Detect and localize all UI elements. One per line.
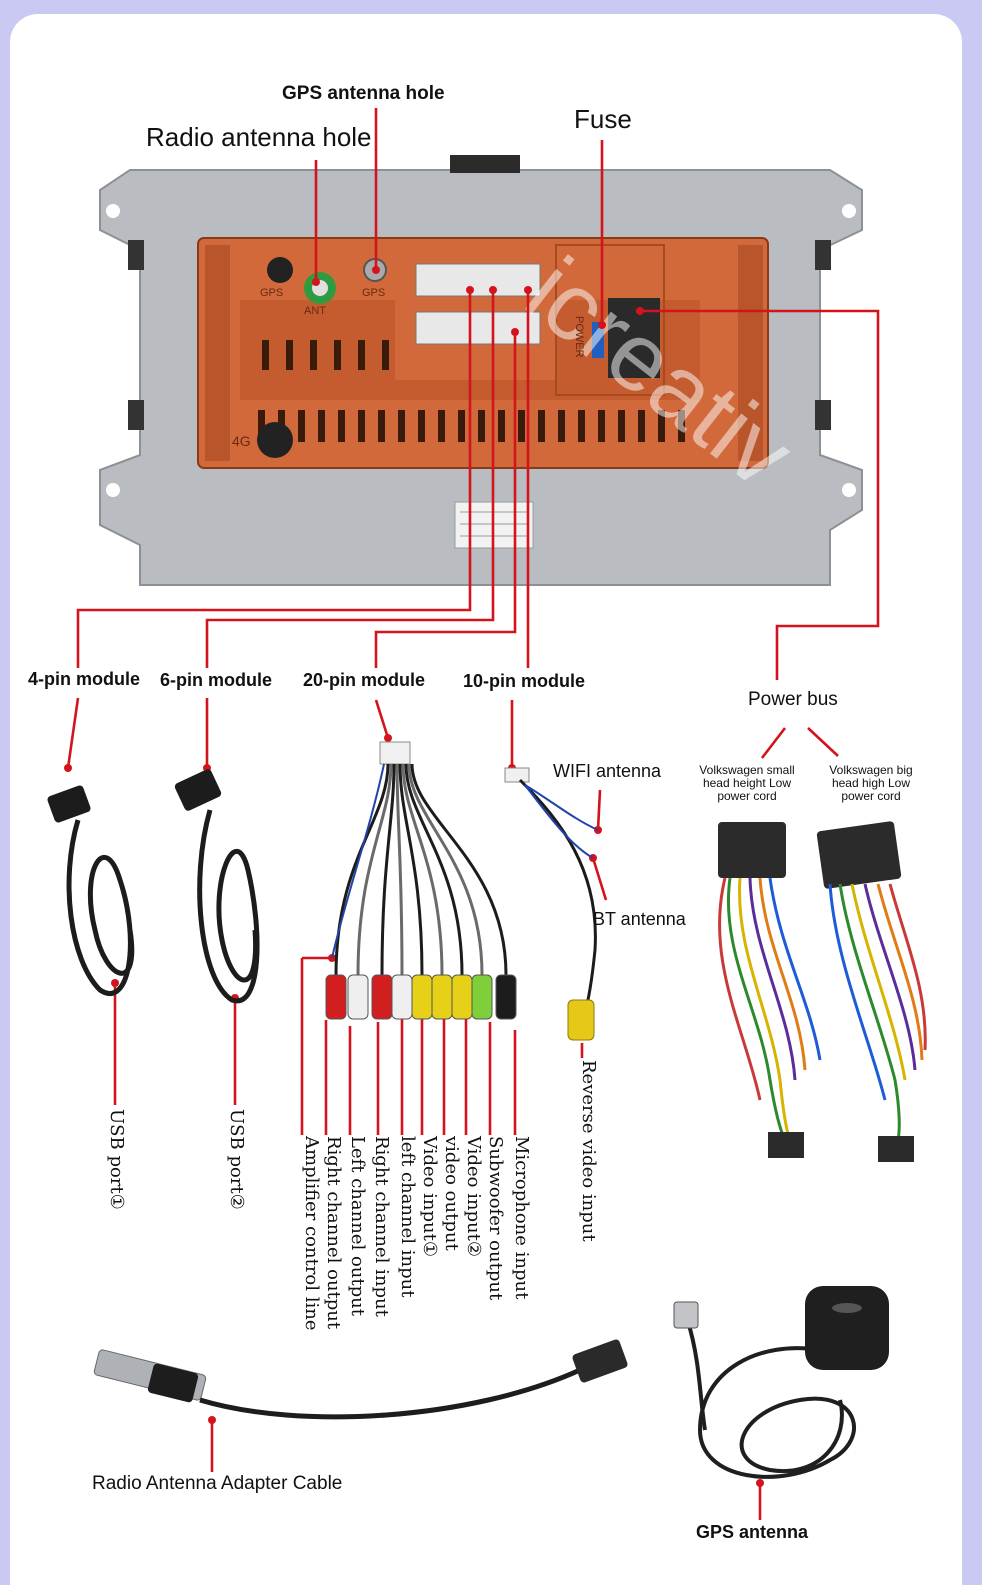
twenty-pin-module-label: 20-pin module <box>303 670 426 690</box>
rca-plug <box>495 974 517 1020</box>
power-harness-big <box>816 821 927 1162</box>
four-pin-module-label: 4-pin module <box>28 669 140 689</box>
rca-output-label: Left channel output <box>347 1136 368 1316</box>
rca-plug <box>411 974 433 1020</box>
rca-output-label: Right channel input <box>371 1136 392 1317</box>
rca-output-label: Video input① <box>419 1136 440 1258</box>
rca-output-label: Video input② <box>463 1136 484 1258</box>
ant-mark: ANT <box>304 305 326 317</box>
diagram-card: icreativ <box>10 14 962 1585</box>
rca-output-label: left channel input <box>397 1136 418 1298</box>
rca-plug <box>451 974 473 1020</box>
usb-cable-1 <box>47 785 135 996</box>
usb-cable-2 <box>174 769 260 1004</box>
rca-plug <box>431 974 453 1020</box>
rca-output-label: Amplifier control line <box>301 1136 322 1331</box>
back-panel <box>197 237 769 469</box>
gps-antenna-puck <box>673 1286 889 1479</box>
small-power-cord-label: Volkswagen small head height Low power c… <box>699 763 795 803</box>
gps-mark-left: GPS <box>260 287 284 299</box>
wifi-antenna-label: WIFI antenna <box>553 761 662 781</box>
big-power-cord-label: Volkswagen big head high Low power cord <box>829 763 913 803</box>
ten-pin-cable <box>504 767 599 1041</box>
rca-plug <box>471 974 493 1020</box>
rca-plug <box>371 974 393 1020</box>
rca-plug <box>325 974 347 1020</box>
four-g-mark: 4G <box>232 433 251 449</box>
gps-mark-right: GPS <box>362 287 386 299</box>
rca-plug <box>347 974 369 1020</box>
power-mark: POWER <box>573 316 585 358</box>
usb-port-2-label: USB port② <box>226 1109 247 1210</box>
bt-antenna-label: BT antenna <box>593 909 686 929</box>
rca-plug <box>391 974 413 1020</box>
leader-lines <box>66 108 880 1520</box>
gps-antenna-hole-label: GPS antenna hole <box>282 83 445 104</box>
fuse-label: Fuse <box>574 104 632 134</box>
rca-harness <box>325 741 517 1020</box>
wiring-diagram: icreativ <box>47 108 927 1520</box>
gps-antenna-label: GPS antenna <box>696 1522 809 1542</box>
power-bus-label: Power bus <box>748 689 838 710</box>
ten-pin-module-label: 10-pin module <box>463 671 586 691</box>
radio-adapter-cable-label: Radio Antenna Adapter Cable <box>92 1473 343 1494</box>
radio-antenna-hole-label: Radio antenna hole <box>146 122 372 152</box>
rca-output-label: video output <box>441 1136 462 1251</box>
usb-port-1-label: USB port① <box>106 1109 127 1210</box>
rca-output-label: Right channel output <box>323 1136 344 1330</box>
reverse-video-input-label: Reverse video input <box>578 1060 599 1242</box>
radio-adapter-cable <box>93 1339 628 1420</box>
power-harness-small <box>718 822 822 1158</box>
rca-output-label: Microphone input <box>511 1136 532 1300</box>
six-pin-module-label: 6-pin module <box>160 670 272 690</box>
rca-output-label: Subwoofer output <box>485 1136 506 1301</box>
